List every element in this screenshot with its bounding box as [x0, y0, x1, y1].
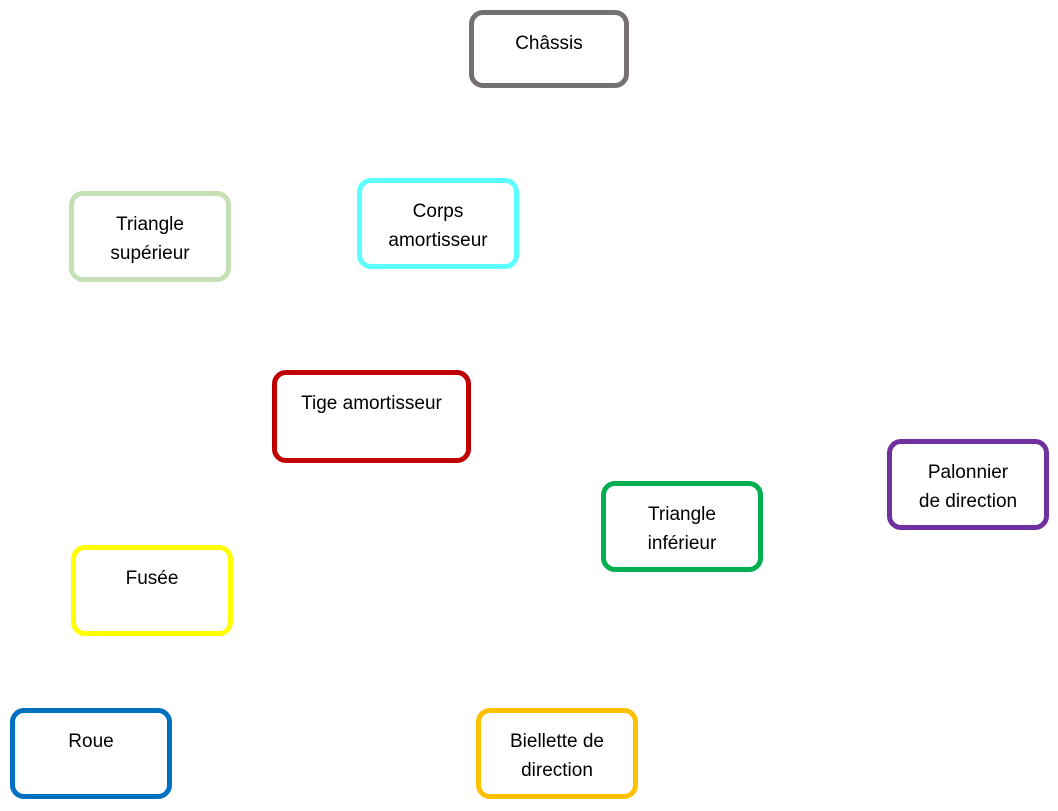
node-label: Tige amortisseur	[301, 393, 442, 414]
node-roue: Roue	[10, 708, 172, 799]
node-biellette-direction: Biellette de direction	[476, 708, 638, 799]
node-fusee: Fusée	[71, 545, 233, 636]
node-label: Triangle inférieur	[647, 504, 717, 554]
node-label: Châssis	[515, 33, 583, 54]
node-label: Corps amortisseur	[388, 201, 488, 251]
node-corps-amortisseur: Corps amortisseur	[357, 178, 519, 269]
node-tige-amortisseur: Tige amortisseur	[272, 370, 471, 463]
node-label: Biellette de direction	[509, 731, 604, 781]
node-label: Triangle supérieur	[110, 214, 190, 264]
node-label: Roue	[68, 731, 114, 752]
node-chassis: Châssis	[469, 10, 629, 88]
node-label: Fusée	[125, 568, 179, 589]
node-triangle-inferieur: Triangle inférieur	[601, 481, 763, 572]
node-label: Palonnier de direction	[918, 462, 1018, 512]
node-triangle-superieur: Triangle supérieur	[69, 191, 231, 282]
node-palonnier-direction: Palonnier de direction	[887, 439, 1049, 530]
